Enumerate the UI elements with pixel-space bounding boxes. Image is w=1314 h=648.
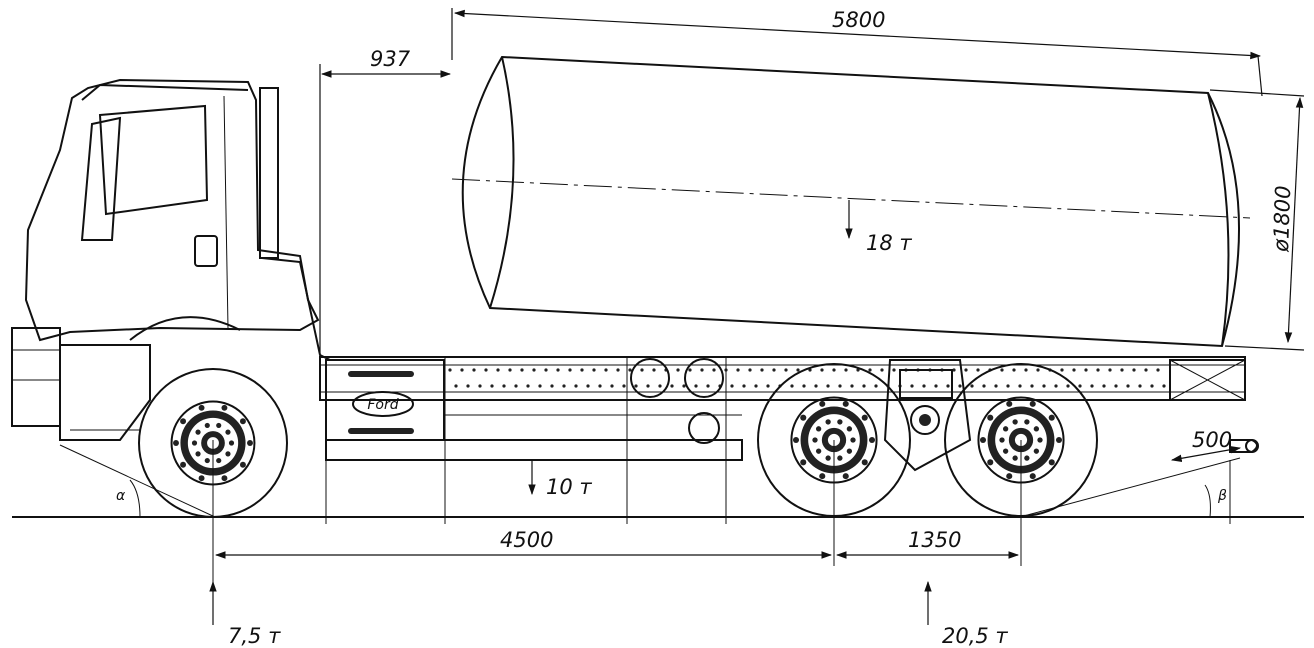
dim-tank-diameter: ø1800 [1269,185,1295,253]
load-front-axle: 7,5 т [228,624,281,648]
tow-hitch [1229,439,1259,453]
cab [11,78,331,441]
dim-cab-gap: 937 [370,47,411,71]
rear-bogie [883,359,972,472]
dim-wheelbase: 4500 [500,528,553,552]
load-frame: 10 т [546,475,592,499]
angle-approach: α [116,488,126,504]
air-tanks [630,358,724,444]
frame-holes [448,368,1166,388]
angle-departure: β [1217,488,1227,504]
side-box: Ford [325,359,445,441]
ford-logo: Ford [367,397,398,413]
dim-rear-overhang: 500 [1192,428,1232,452]
tank-centerline [451,178,1251,219]
load-rear-axles: 20,5 т [942,624,1008,648]
dim-axle-spacing: 1350 [908,528,961,552]
tank [451,55,1251,348]
load-tank: 18 т [866,231,912,255]
dim-tank-length: 5800 [832,8,885,32]
chassis-frame [319,356,1246,461]
